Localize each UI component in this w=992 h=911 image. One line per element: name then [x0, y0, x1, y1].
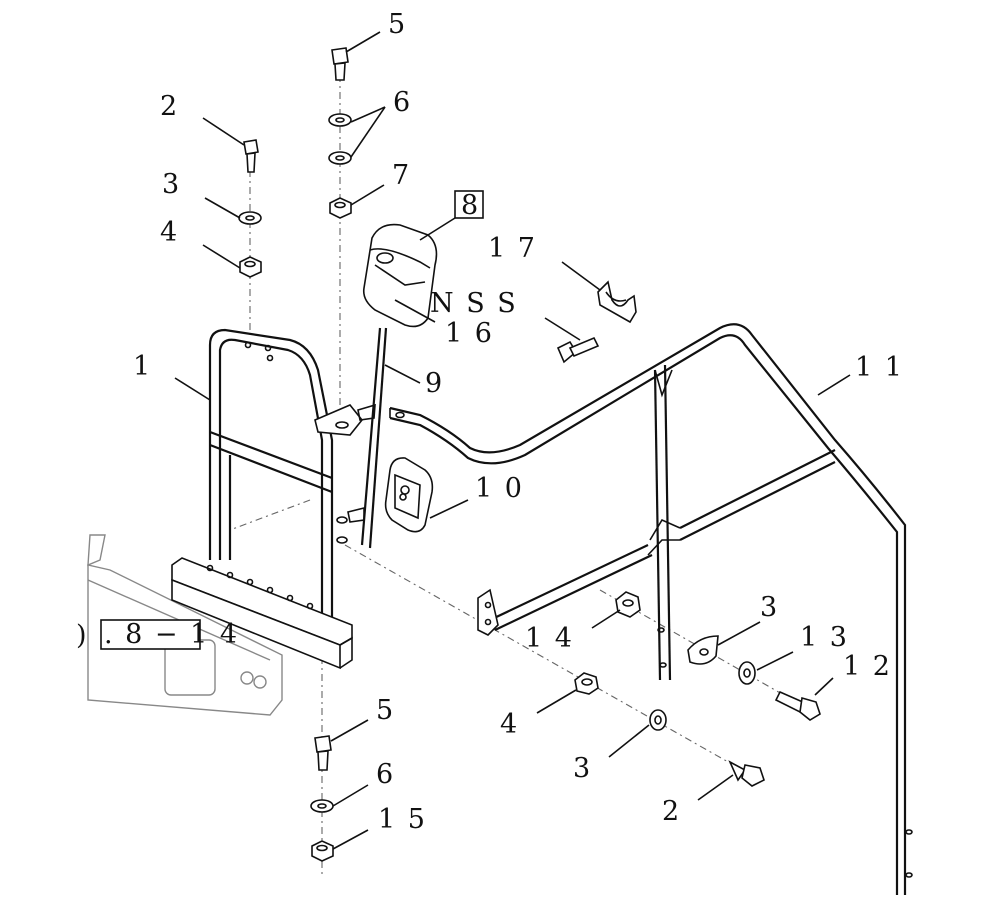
- callout-11: 1 1: [855, 352, 904, 383]
- callout-9: 9: [425, 368, 444, 399]
- cross-reference-text: . 8 − 1 4: [104, 619, 239, 650]
- callout-13: 1 3: [800, 622, 849, 653]
- callout-16: 1 6: [445, 318, 494, 349]
- fasteners: [238, 47, 821, 862]
- step-frame-part-1: [171, 328, 364, 670]
- cross-reference-prefix: ): [76, 620, 89, 651]
- callout-5-bottom: 5: [376, 695, 395, 726]
- cross-reference: ) . 8 − 1 4: [76, 619, 239, 651]
- callout-3-right: 3: [760, 592, 779, 623]
- clamp-part-17: [597, 280, 637, 324]
- callout-nss: N S S: [430, 288, 518, 319]
- rod-part-9: [336, 327, 388, 549]
- callout-7: 7: [392, 160, 411, 191]
- callout-3-top: 3: [162, 169, 181, 200]
- callout-12: 1 2: [843, 651, 892, 682]
- callout-10: 1 0: [475, 473, 524, 504]
- callout-8: 8: [461, 190, 480, 221]
- callout-6-top: 6: [393, 87, 412, 118]
- callout-labels: 1 2 3 4 5 6 7 8 1 7 N S S 1 6 9 1 0 1 1 …: [133, 9, 904, 835]
- callout-4-bottom: 4: [500, 709, 519, 740]
- callout-2-bottom: 2: [662, 796, 681, 827]
- callout-1: 1: [133, 351, 152, 382]
- leader-lines: [174, 31, 851, 850]
- callout-17: 1 7: [488, 233, 537, 264]
- mirror-part-10: [384, 457, 434, 533]
- tubular-frame-part-11: [389, 323, 913, 895]
- callout-4-top: 4: [160, 217, 179, 248]
- callout-8-box: [454, 190, 484, 219]
- mirror-part-8: [362, 223, 438, 328]
- callout-5-top: 5: [388, 9, 407, 40]
- cross-reference-box: [100, 619, 201, 650]
- callout-14: 1 4: [525, 623, 574, 654]
- callout-6-bottom: 6: [376, 759, 395, 790]
- callout-15: 1 5: [378, 804, 427, 835]
- callout-2-top: 2: [160, 91, 179, 122]
- callout-3-bottom: 3: [573, 753, 592, 784]
